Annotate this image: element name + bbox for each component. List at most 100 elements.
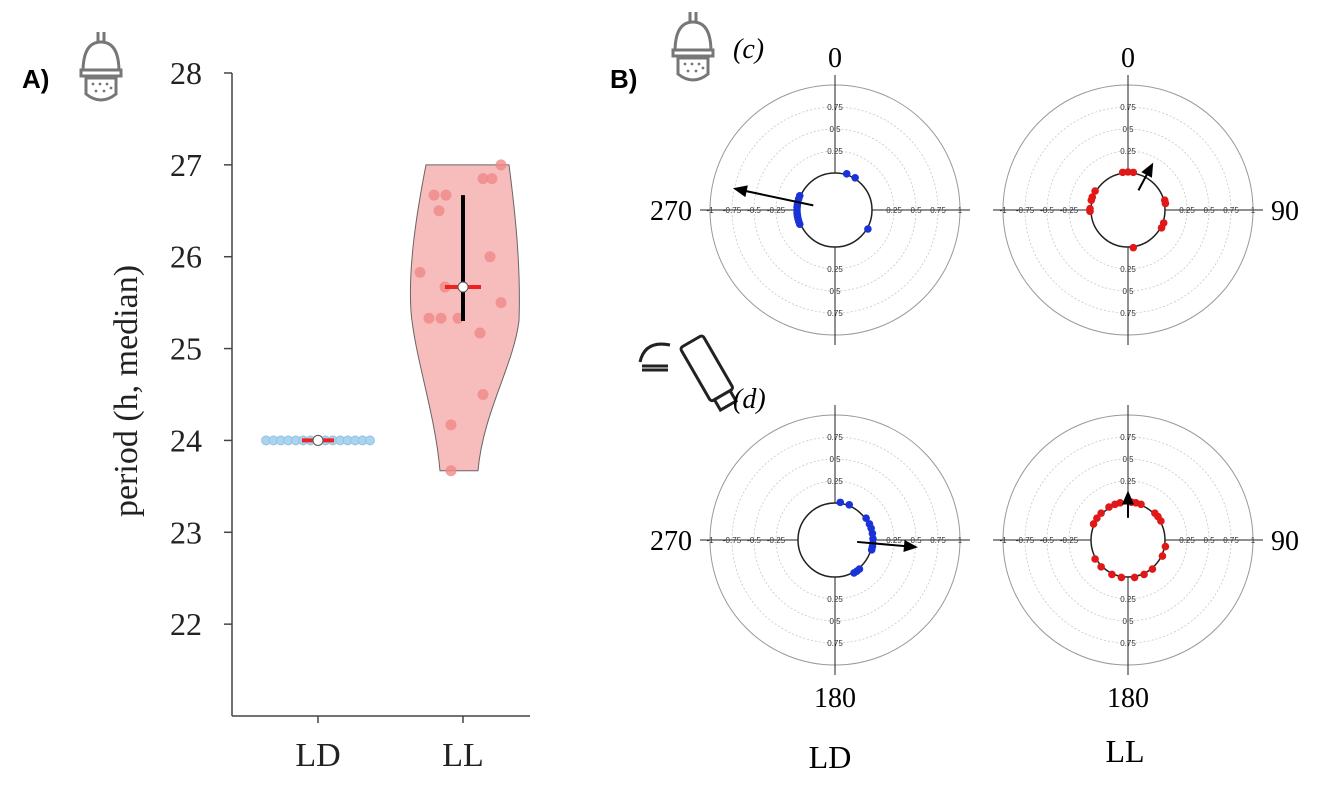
- polar-radial-tick-label: -1: [999, 536, 1007, 545]
- polar-radial-tick-label: 0.25: [1120, 477, 1136, 486]
- polar-phase-point: [1148, 565, 1157, 573]
- polar-angle-label-0: 0: [1121, 43, 1135, 74]
- polar-radial-tick-label: -1: [706, 536, 714, 545]
- polar-phase-point: [1117, 573, 1126, 582]
- x-tick-label: LL: [442, 737, 484, 774]
- polar-angle-label-270: 270: [650, 196, 692, 227]
- polar-phase-point: [845, 500, 854, 509]
- polar-phase-point: [851, 173, 859, 182]
- column-label-ld: LD: [809, 739, 852, 775]
- ll-point: [435, 312, 447, 324]
- ll-point: [440, 189, 452, 201]
- polar-mean-vector-arrowhead: [1122, 490, 1134, 505]
- incubator-icon: [79, 32, 123, 102]
- polar-radial-tick-label: -0.75: [723, 536, 742, 545]
- ld-point: [365, 435, 375, 446]
- polar-radial-tick-label: 0.25: [1179, 536, 1195, 545]
- polar-angle-label-90: 90: [1271, 196, 1299, 227]
- panel-b-label: B): [610, 64, 637, 94]
- ll-point: [414, 266, 426, 278]
- polar-radial-tick-label: -0.25: [1060, 536, 1079, 545]
- polar-phase-point: [1089, 520, 1098, 528]
- polar-phase-point: [1137, 500, 1145, 509]
- polar-phase-point: [1129, 168, 1138, 177]
- polar-radial-tick-label: 0.75: [930, 536, 946, 545]
- polar-radial-tick-label: 0.75: [1120, 639, 1136, 648]
- polar-phase-point: [1158, 552, 1167, 560]
- polar-radial-tick-label: -1: [706, 206, 714, 215]
- x-tick-label: LD: [295, 737, 340, 774]
- polar-phase-point: [1097, 563, 1105, 571]
- polar-radial-tick-label: 0.75: [827, 639, 843, 648]
- polar-mean-vector-arrowhead: [1141, 162, 1154, 178]
- polar-phase-point: [864, 225, 872, 233]
- polar-radial-tick-label: 0.25: [827, 265, 843, 274]
- polar-radial-tick-label: 1: [1251, 536, 1256, 545]
- polar-radial-tick-label: -0.25: [767, 206, 786, 215]
- polar-radial-tick-label: 0.75: [930, 206, 946, 215]
- polar-radial-tick-label: 0.75: [1223, 536, 1239, 545]
- polar-radial-tick-label: 0.5: [829, 455, 841, 464]
- polar-radial-tick-label: -0.75: [723, 206, 742, 215]
- polar-phase-point: [842, 170, 851, 178]
- polar-radial-tick-label: 0.75: [1120, 103, 1136, 112]
- polar-radial-tick-label: 0.25: [827, 477, 843, 486]
- polar-phase-point: [1151, 509, 1159, 517]
- panel-a-label: A): [22, 64, 49, 94]
- polar-radial-tick-label: 0.25: [1120, 595, 1136, 604]
- ll-point: [484, 251, 496, 263]
- polar-radial-tick-label: 0.5: [829, 617, 841, 626]
- incubator-icon: [671, 12, 715, 82]
- ll-point: [495, 159, 507, 171]
- ll-point: [477, 389, 489, 400]
- polar-phase-point: [1105, 503, 1113, 511]
- polar-radial-tick-label: 0.75: [827, 103, 843, 112]
- polar-mean-vector: [736, 188, 814, 207]
- polar-radial-tick-label: 0.5: [1203, 206, 1215, 215]
- polar-radial-tick-label: 0.5: [1122, 287, 1134, 296]
- ll-point: [433, 205, 445, 217]
- polar-radial-tick-label: 0.25: [827, 147, 843, 156]
- y-tick-label: 25: [170, 331, 202, 367]
- polar-radial-tick-label: 1: [958, 536, 963, 545]
- y-tick-label: 27: [170, 147, 202, 183]
- polar-radial-tick-label: -0.25: [767, 536, 786, 545]
- polar-radial-tick-label: 0.5: [1203, 536, 1215, 545]
- polar-radial-tick-label: 0.25: [1179, 206, 1195, 215]
- ll-point: [445, 465, 457, 477]
- polar-radial-tick-label: -0.5: [1040, 536, 1054, 545]
- polar-inner-circle: [797, 172, 873, 248]
- polar-radial-tick-label: -0.75: [1016, 206, 1035, 215]
- polar-radial-tick-label: 0.75: [1223, 206, 1239, 215]
- ll-point: [423, 312, 435, 324]
- subpanel-d-label: (d): [733, 384, 766, 415]
- polar-radial-tick-label: 0.5: [1122, 125, 1134, 134]
- y-tick-label: 22: [170, 606, 202, 642]
- polar-plot-d-ll: -1 -0.75 -0.5 -0.25 0.25 0.5 0.75 1 0.25 0.25 0.5 0…: [993, 405, 1299, 714]
- polar-radial-tick-label: 0.25: [886, 536, 902, 545]
- video-camera-icon: [638, 334, 739, 413]
- polar-radial-tick-label: 0.75: [1120, 309, 1136, 318]
- subpanel-c-label: (c): [733, 34, 764, 65]
- polar-radial-tick-label: 0.75: [827, 433, 843, 442]
- polar-phase-point: [1087, 196, 1096, 204]
- polar-radial-tick-label: -0.75: [1016, 536, 1035, 545]
- polar-phase-point: [867, 546, 876, 554]
- ll-point: [495, 297, 507, 309]
- y-tick-label: 23: [170, 514, 202, 550]
- polar-phase-point: [1093, 514, 1101, 523]
- polar-radial-tick-label: 0.5: [910, 536, 922, 545]
- polar-radial-tick-label: 0.25: [827, 595, 843, 604]
- polar-phase-point: [1140, 570, 1148, 579]
- polar-phase-point: [1111, 500, 1119, 509]
- polar-phase-point: [1118, 168, 1127, 177]
- polar-angle-label-0: 0: [828, 43, 842, 74]
- ll-median-marker: [457, 281, 469, 293]
- polar-phase-point: [1161, 199, 1170, 208]
- polar-radial-tick-label: 0.5: [1122, 455, 1134, 464]
- polar-radial-tick-label: 0.25: [1120, 265, 1136, 274]
- polar-radial-tick-label: 0.5: [829, 287, 841, 296]
